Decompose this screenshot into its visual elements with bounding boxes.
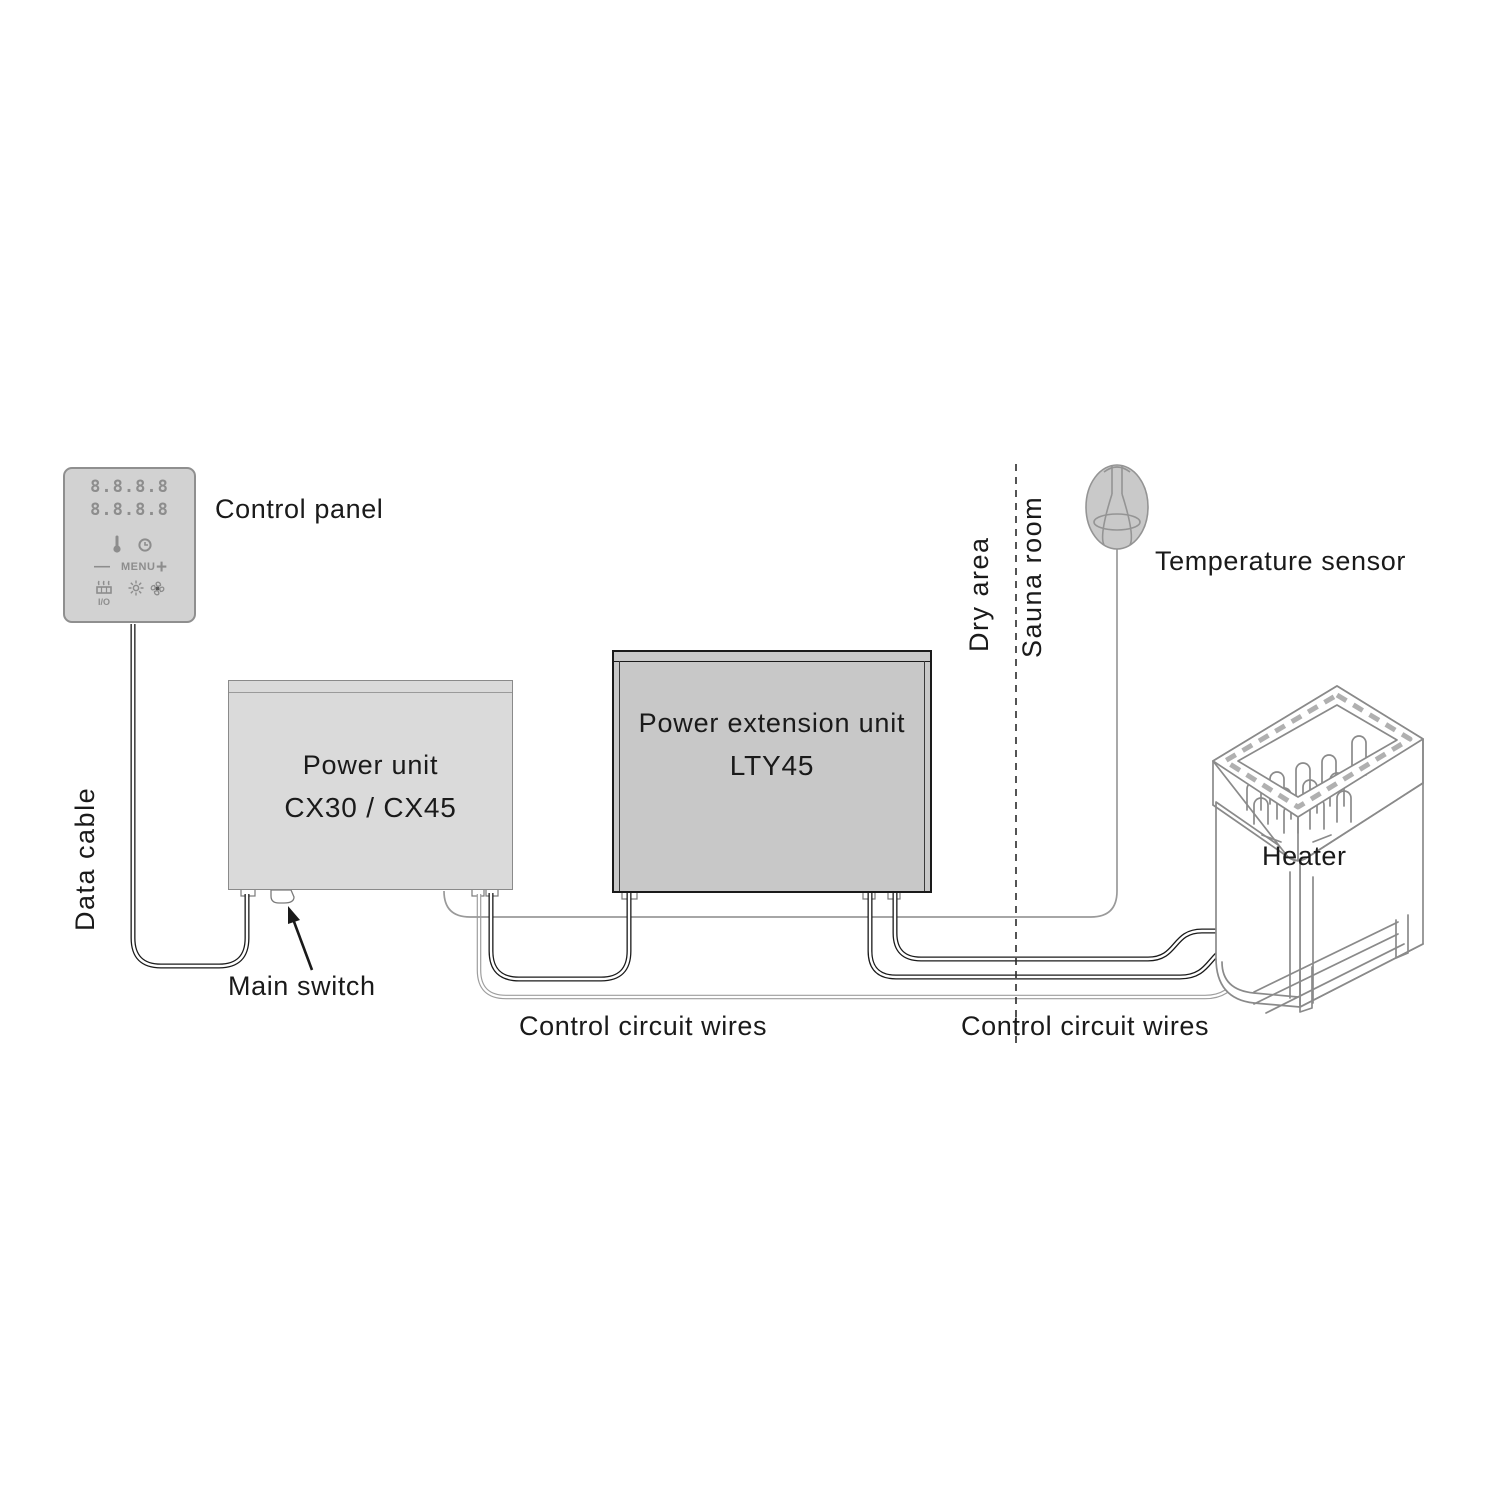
extension-unit-left-flange: [619, 661, 620, 891]
extension-unit-title: Power extension unit: [638, 708, 906, 738]
clock-icon[interactable]: [138, 538, 152, 552]
sauna-room-label: Sauna room: [1017, 495, 1047, 658]
extension-unit-model: LTY45: [729, 750, 815, 781]
heater-illustration: [1212, 685, 1424, 1014]
main-switch-label: Main switch: [228, 971, 376, 1001]
power-extension-unit-device: Power extension unit LTY45: [612, 650, 932, 893]
light-icon[interactable]: [128, 580, 144, 596]
data-cable-wire: [130, 624, 250, 969]
panel-display-row2: 8.8.8.8: [90, 500, 169, 520]
control-circuit-wires-left-label: Control circuit wires: [519, 1011, 768, 1041]
supply-wire-gray: [476, 894, 1293, 1000]
fan-icon[interactable]: [149, 580, 166, 597]
control-circuit-wires-right-label: Control circuit wires: [961, 1011, 1210, 1041]
minus-button[interactable]: —: [94, 558, 110, 575]
control-wire-right-inner: [892, 892, 1253, 962]
control-wire-right-outer: [867, 892, 1269, 980]
control-panel-device: 8.8.8.8 8.8.8.8 — MENU + I/O: [63, 467, 196, 623]
power-unit-lid: [229, 681, 512, 693]
sensor-wire: [443, 549, 1118, 918]
temperature-sensor-label: Temperature sensor: [1155, 546, 1406, 576]
power-unit-device: Power unit CX30 / CX45: [228, 680, 513, 890]
main-switch-arrow: [288, 906, 314, 971]
temperature-sensor-illustration: [1085, 464, 1149, 550]
control-wire-left: [488, 892, 632, 982]
panel-display-row1: 8.8.8.8: [90, 477, 169, 497]
plus-button[interactable]: +: [156, 557, 168, 578]
main-switch-lever: [270, 889, 295, 904]
extension-unit-right-flange: [924, 661, 925, 891]
power-unit-model: CX30 / CX45: [284, 792, 457, 823]
control-panel-label: Control panel: [215, 494, 384, 524]
data-cable-label: Data cable: [70, 786, 100, 931]
dry-area-label: Dry area: [964, 536, 994, 652]
heater-label: Heater: [1262, 841, 1347, 871]
extension-unit-lid: [614, 652, 930, 662]
io-label: I/O: [98, 597, 111, 607]
power-unit-title: Power unit: [302, 750, 439, 780]
thermometer-icon[interactable]: [111, 535, 123, 554]
menu-button[interactable]: MENU: [121, 561, 156, 573]
heater-icon[interactable]: [95, 579, 113, 595]
